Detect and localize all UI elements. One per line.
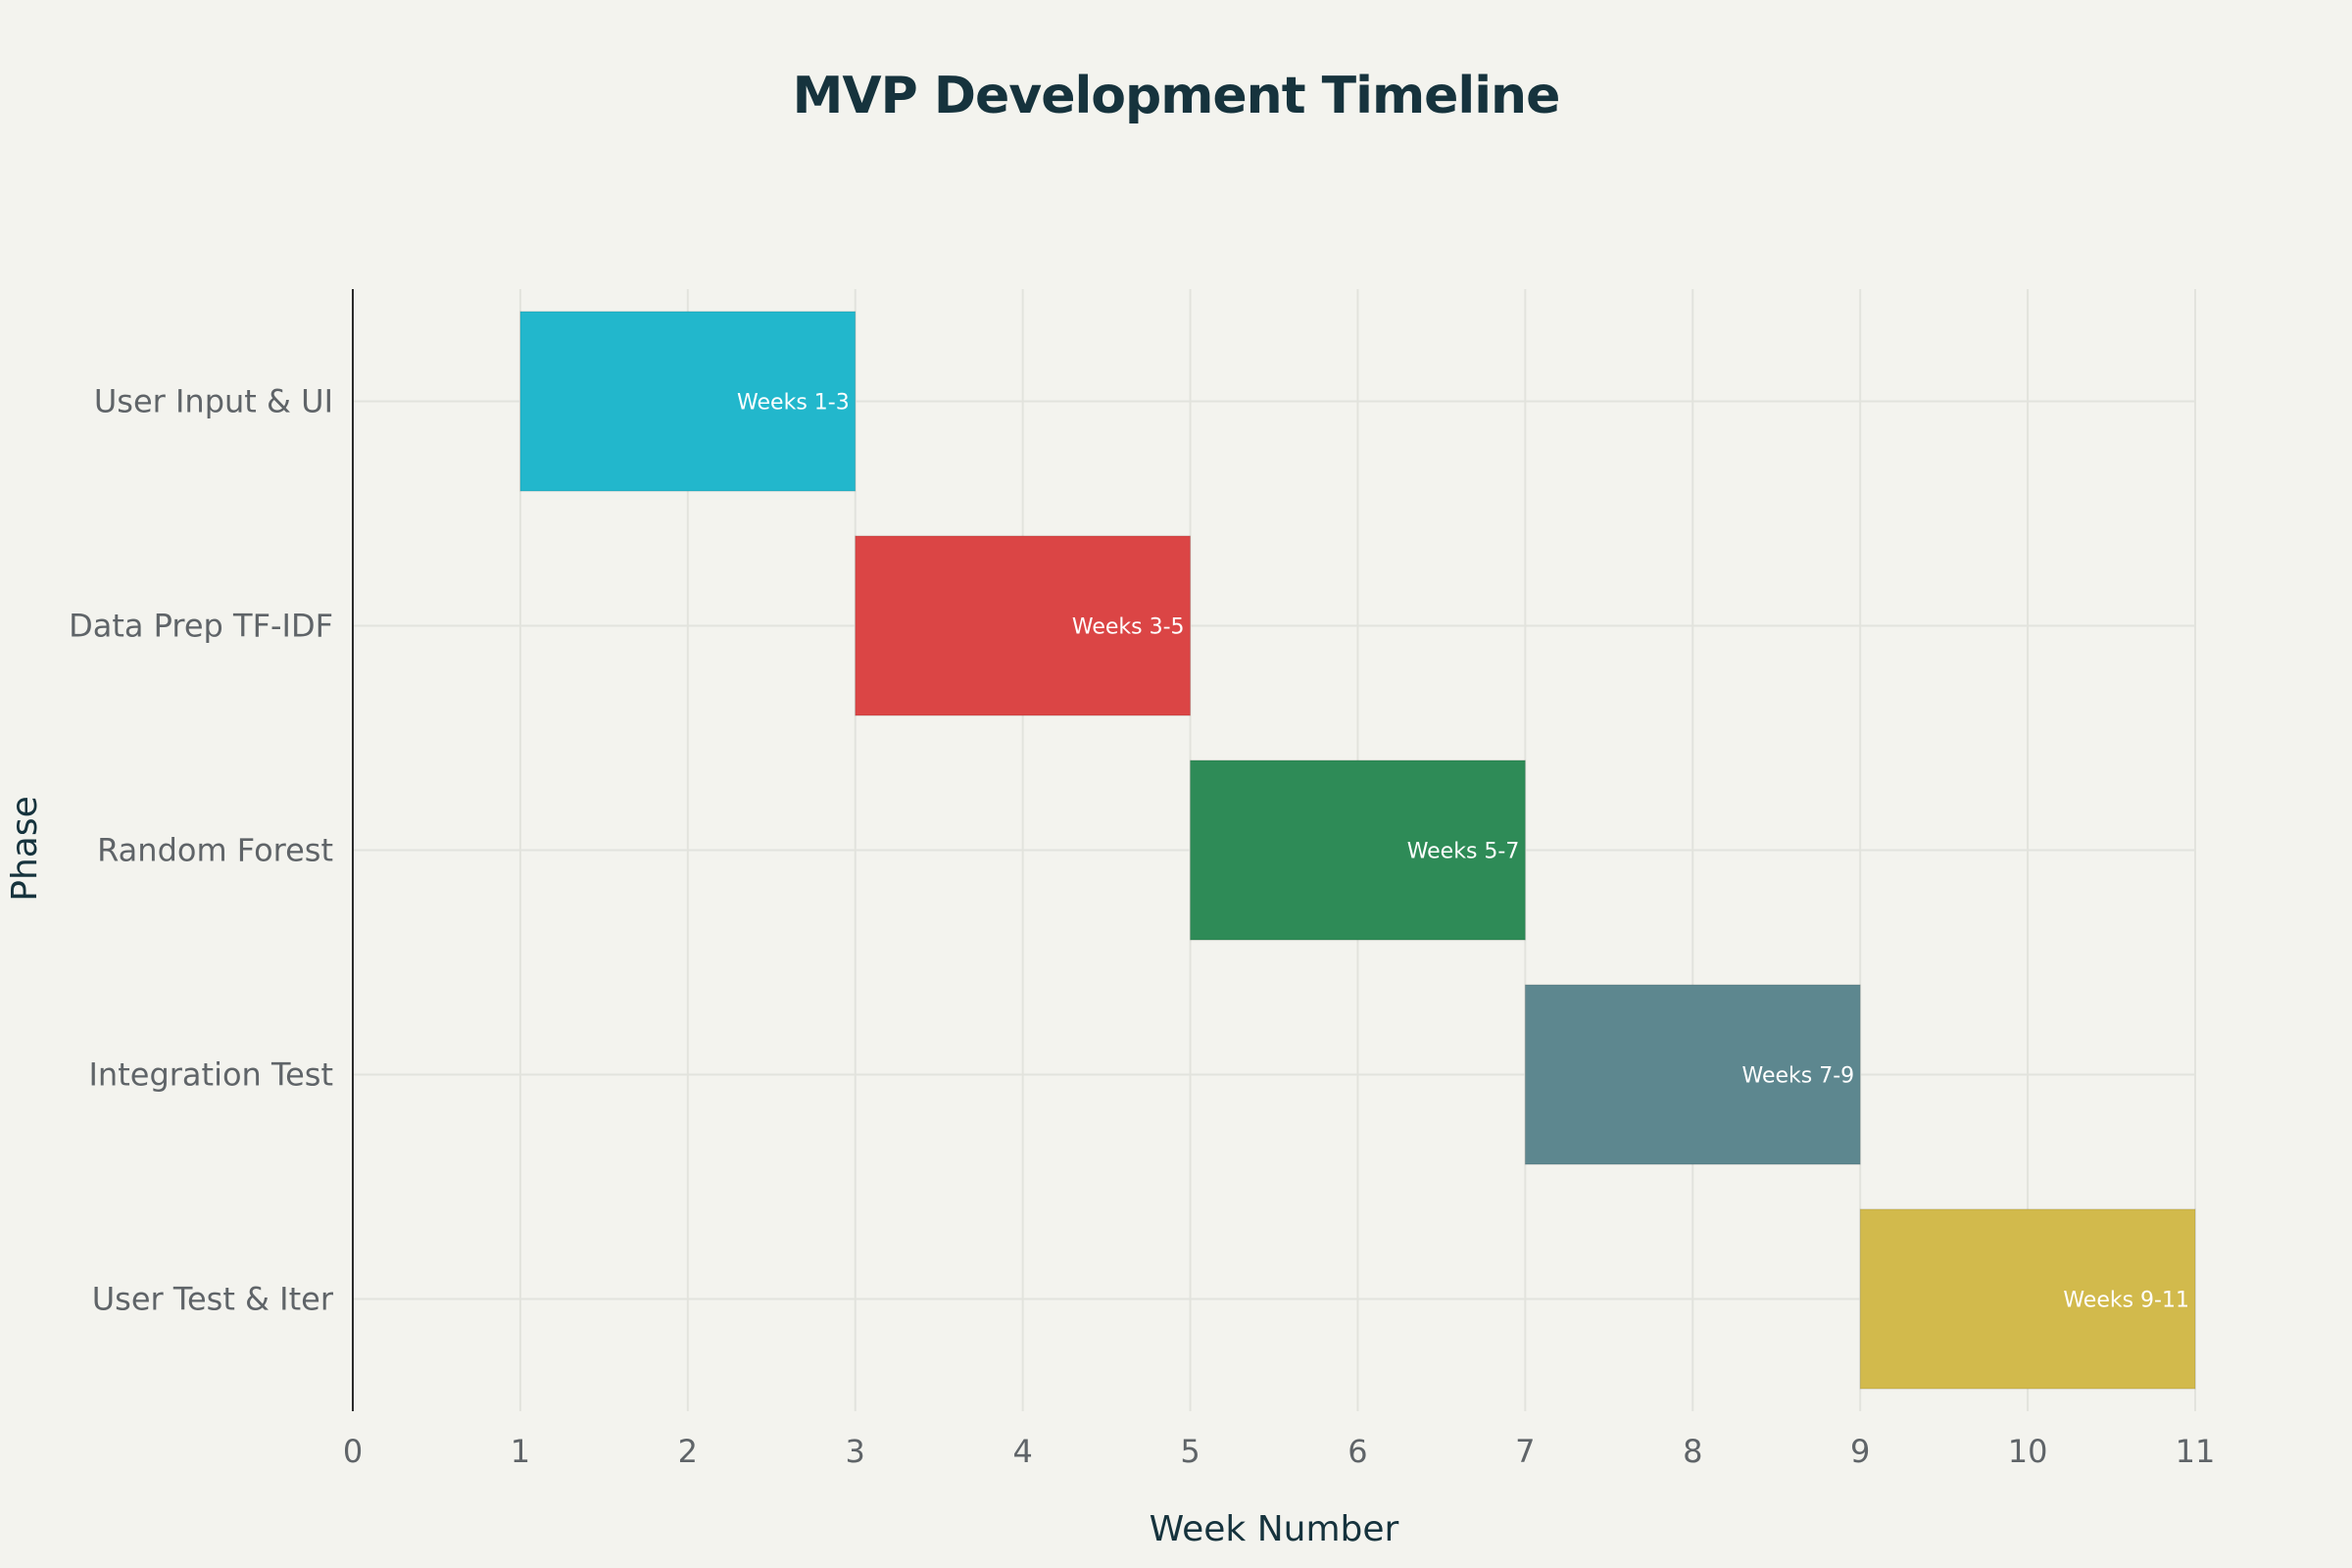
- gantt-bar: [855, 535, 1192, 716]
- bar-data-label: Weeks 9-11: [2063, 1289, 2189, 1313]
- x-tick-label: 11: [2176, 1433, 2216, 1470]
- axis-layer: 0 1 2 3 4 5 6 7 8 9 10 11 User Input & UI Data Prep T…: [69, 289, 2215, 1470]
- x-tick-label: 2: [678, 1433, 698, 1470]
- x-tick-label: 7: [1515, 1433, 1535, 1470]
- y-category-label: Data Prep TF-IDF: [69, 608, 333, 645]
- x-tick-label: 8: [1683, 1433, 1702, 1470]
- x-tick-label: 6: [1348, 1433, 1367, 1470]
- x-tick-label: 4: [1012, 1433, 1032, 1470]
- chart-title: MVP Development Timeline: [793, 67, 1560, 125]
- bar-data-label: Weeks 3-5: [1072, 615, 1185, 640]
- x-tick-label: 5: [1180, 1433, 1200, 1470]
- x-tick-label: 3: [846, 1433, 865, 1470]
- gantt-bar: [1524, 984, 1861, 1165]
- y-category-label: User Test & Iter: [92, 1281, 334, 1318]
- y-category-label: Integration Test: [88, 1056, 333, 1094]
- x-tick-label: 10: [2008, 1433, 2048, 1470]
- y-category-label: Random Forest: [97, 832, 333, 869]
- gantt-bar: [1190, 760, 1526, 941]
- bar-data-label: Weeks 7-9: [1742, 1064, 1855, 1089]
- bar-data-label: Weeks 5-7: [1407, 840, 1520, 864]
- y-axis-title: Phase: [5, 796, 45, 902]
- gantt-bar: [1859, 1208, 2196, 1390]
- gantt-bar: [519, 311, 857, 492]
- x-tick-label: 0: [343, 1433, 363, 1470]
- y-category-label: User Input & UI: [94, 383, 333, 420]
- x-tick-label: 1: [511, 1433, 530, 1470]
- bar-data-label: Weeks 1-3: [737, 391, 850, 416]
- x-tick-label: 9: [1850, 1433, 1870, 1470]
- x-axis-title: Week Number: [1150, 1509, 1399, 1549]
